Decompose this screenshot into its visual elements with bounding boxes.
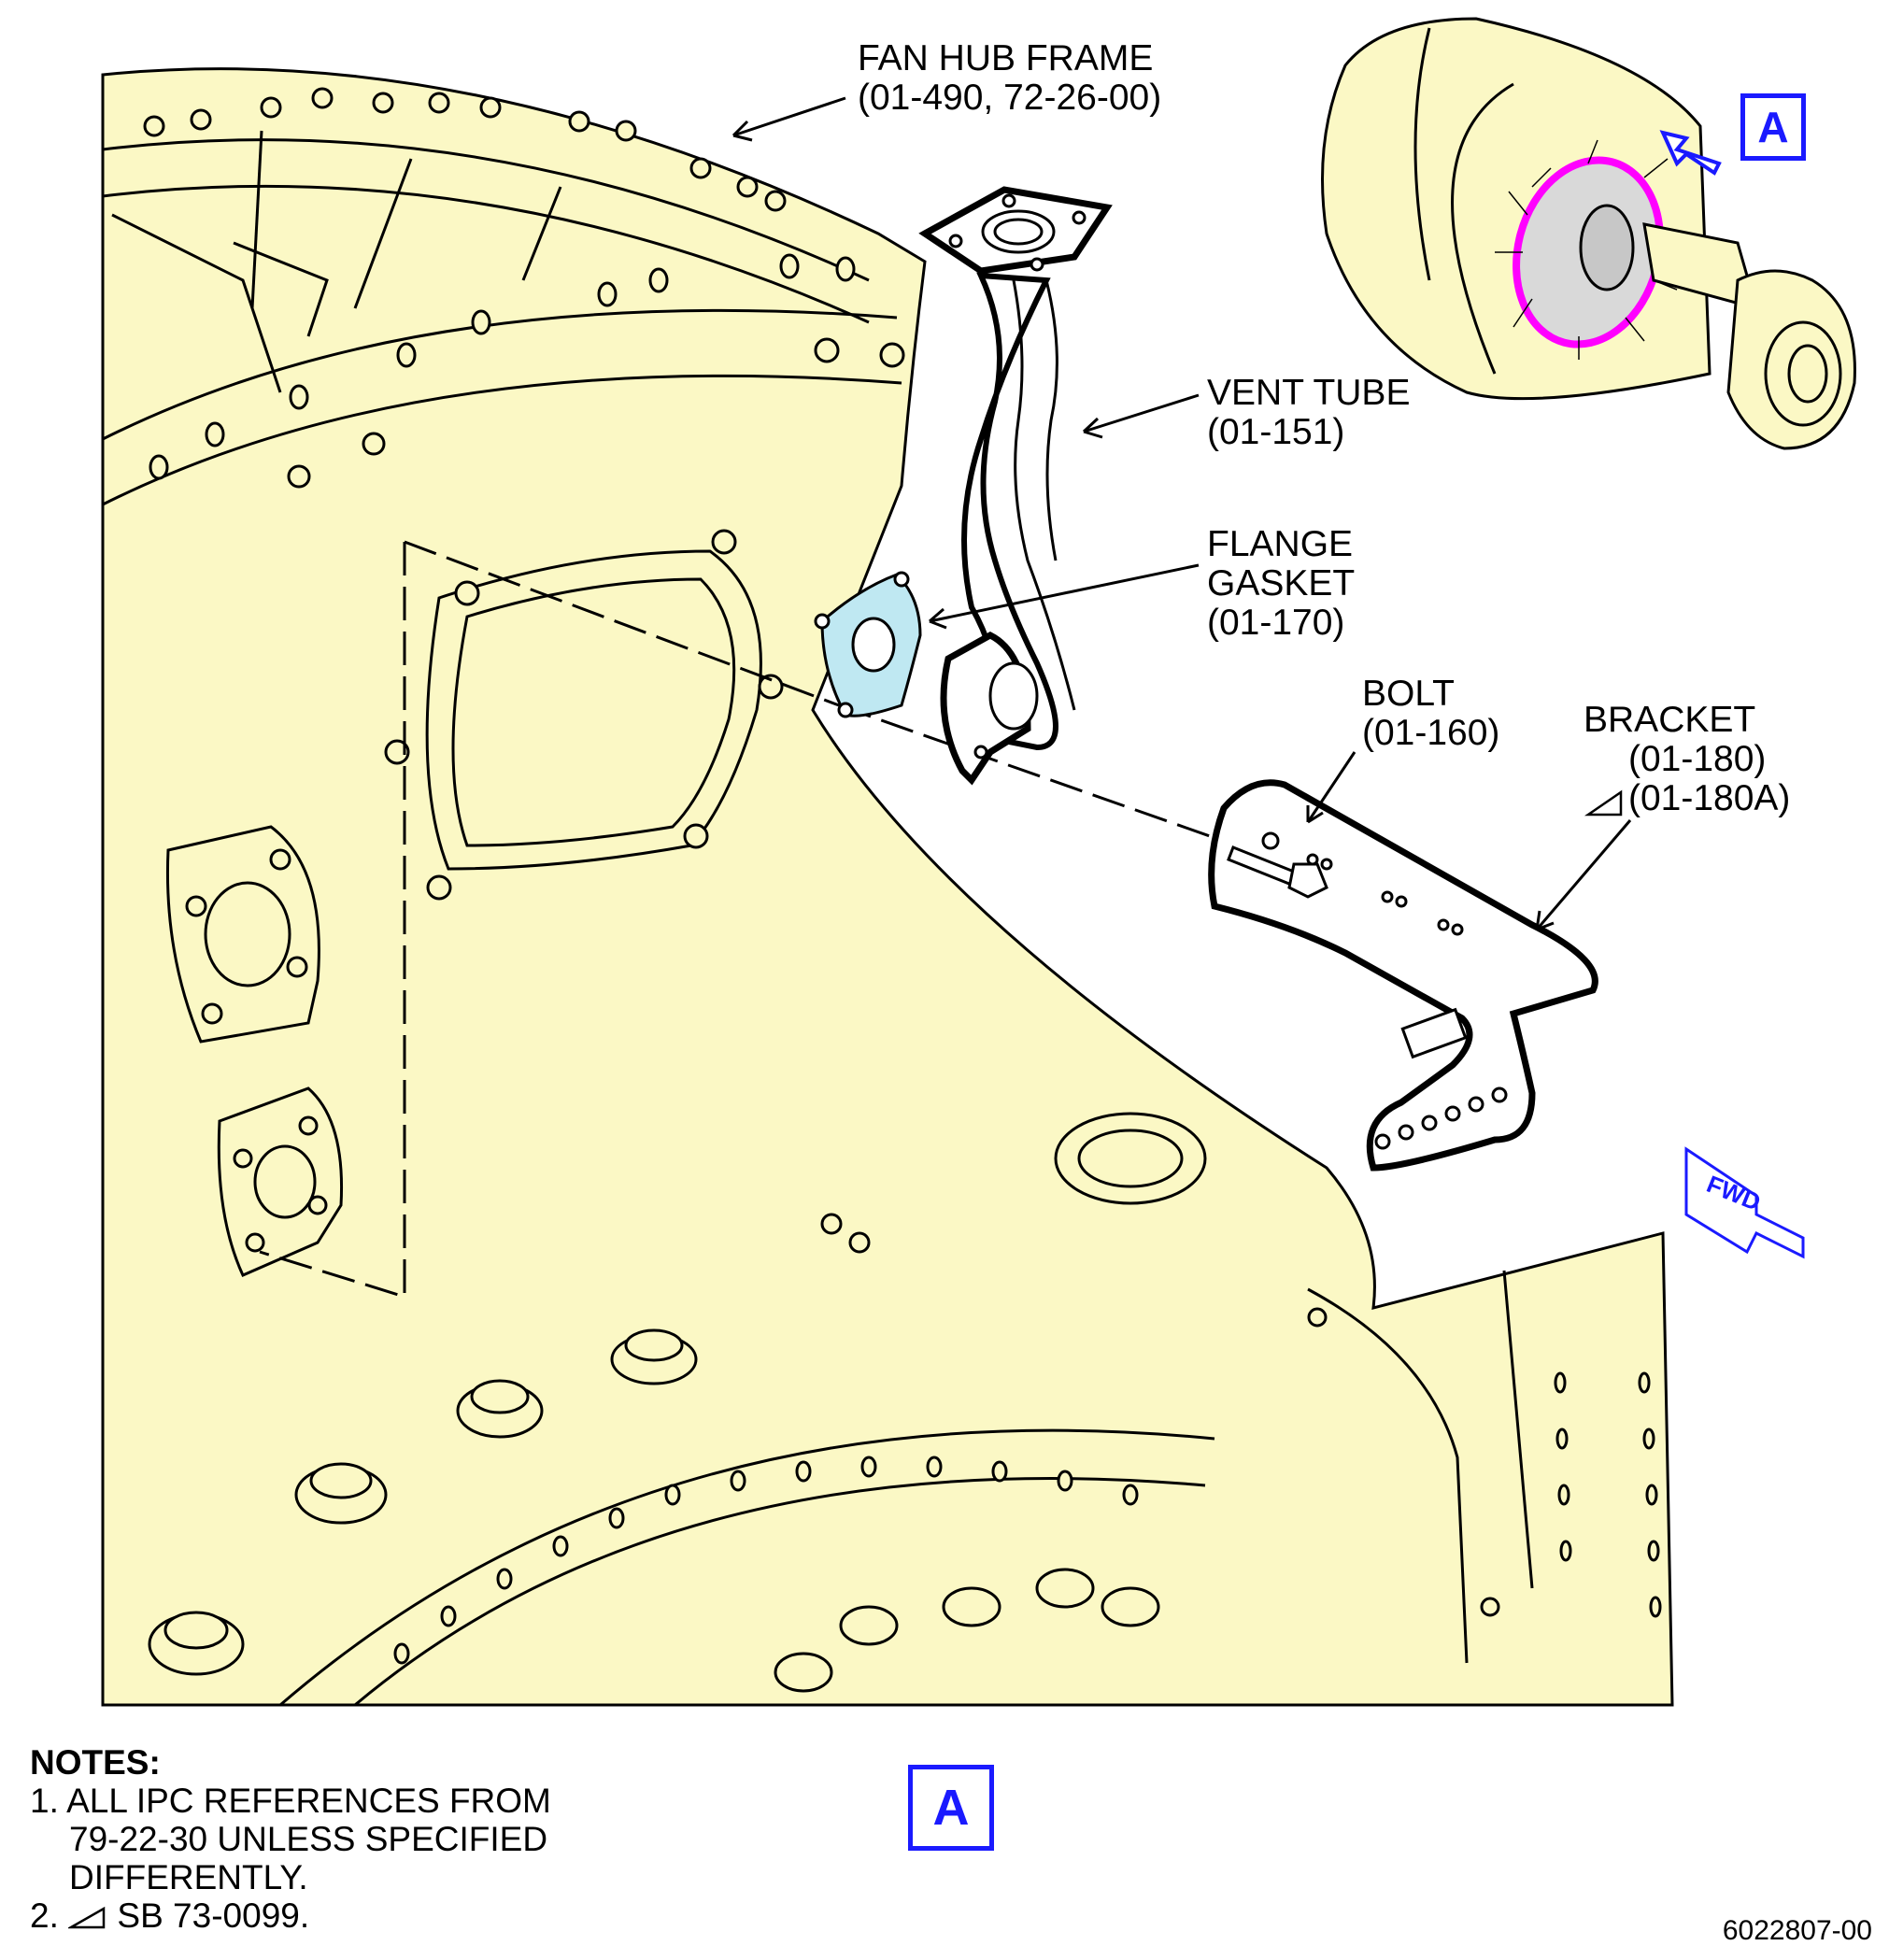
notes-title: NOTES:	[30, 1743, 161, 1782]
leader-lines	[731, 96, 1632, 931]
sb-marker-triangle-icon	[1584, 789, 1623, 817]
view-arrow-icon	[1659, 130, 1722, 176]
note-2: 2. SB 73-0099.	[30, 1896, 310, 1935]
fan-hub-frame	[101, 67, 1674, 1707]
square-boss-upper	[165, 825, 320, 1044]
notes-block: NOTES: 1. ALL IPC REFERENCES FROM 79-22-…	[30, 1743, 551, 1935]
bracket	[1208, 779, 1598, 1172]
vent-tube	[918, 186, 1113, 786]
drawing-number: 6022807-00	[1722, 1915, 1872, 1946]
sb-marker-triangle-icon	[66, 1906, 106, 1929]
view-a-title: A	[908, 1765, 994, 1851]
frame-body	[101, 67, 1674, 1707]
label-fan-hub-frame: FAN HUB FRAME (01-490, 72-26-00)	[858, 38, 1162, 118]
bolt	[1227, 845, 1328, 899]
label-vent-tube: VENT TUBE (01-151)	[1207, 373, 1411, 452]
assembly-path-lines	[259, 540, 1211, 1300]
note-1: 1. ALL IPC REFERENCES FROM 79-22-30 UNLE…	[30, 1782, 551, 1896]
bottom-ring-holes	[393, 1456, 1139, 1665]
right-edge-holes	[1554, 1371, 1662, 1618]
opening-bolts	[384, 529, 784, 901]
label-bolt: BOLT (01-160)	[1362, 674, 1500, 753]
vent-tube-body	[961, 272, 1058, 751]
flange-gasket	[814, 571, 922, 718]
engine-locator-inset	[1321, 17, 1856, 450]
bracket-holes	[1306, 853, 1508, 1150]
vent-opening	[425, 549, 762, 871]
label-bracket: BRACKET (01-180) (01-180A)	[1584, 700, 1791, 818]
lower-bosses	[148, 1213, 1160, 1693]
label-flange-gasket: FLANGE GASKET (01-170)	[1207, 524, 1356, 643]
top-ring-bolts	[143, 87, 787, 212]
ring-holes	[149, 253, 905, 489]
fwd-direction-arrow	[1684, 1146, 1805, 1259]
view-a-callout-inset: A	[1740, 93, 1806, 161]
